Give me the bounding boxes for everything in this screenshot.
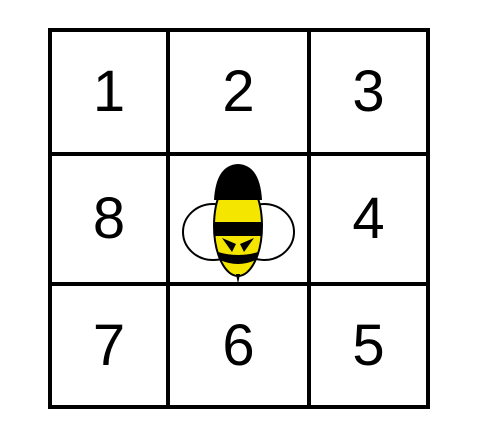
cell-top-center: 2 — [222, 59, 255, 124]
cell-middle-left: 8 — [92, 186, 126, 251]
cell-top-left: 1 — [92, 59, 126, 124]
grid-line-horizontal-1 — [52, 152, 426, 156]
cell-bottom-left: 7 — [92, 312, 126, 378]
grid-line-horizontal-2 — [52, 282, 426, 286]
cell-middle-right: 4 — [352, 186, 385, 251]
grid-line-vertical-2 — [307, 32, 311, 405]
grid-line-vertical-1 — [166, 32, 170, 405]
cell-top-right: 3 — [352, 59, 385, 124]
cell-bottom-right: 5 — [352, 312, 385, 378]
bee-icon — [182, 164, 295, 284]
grid-frame — [48, 28, 430, 409]
cell-bottom-center: 6 — [222, 312, 255, 378]
